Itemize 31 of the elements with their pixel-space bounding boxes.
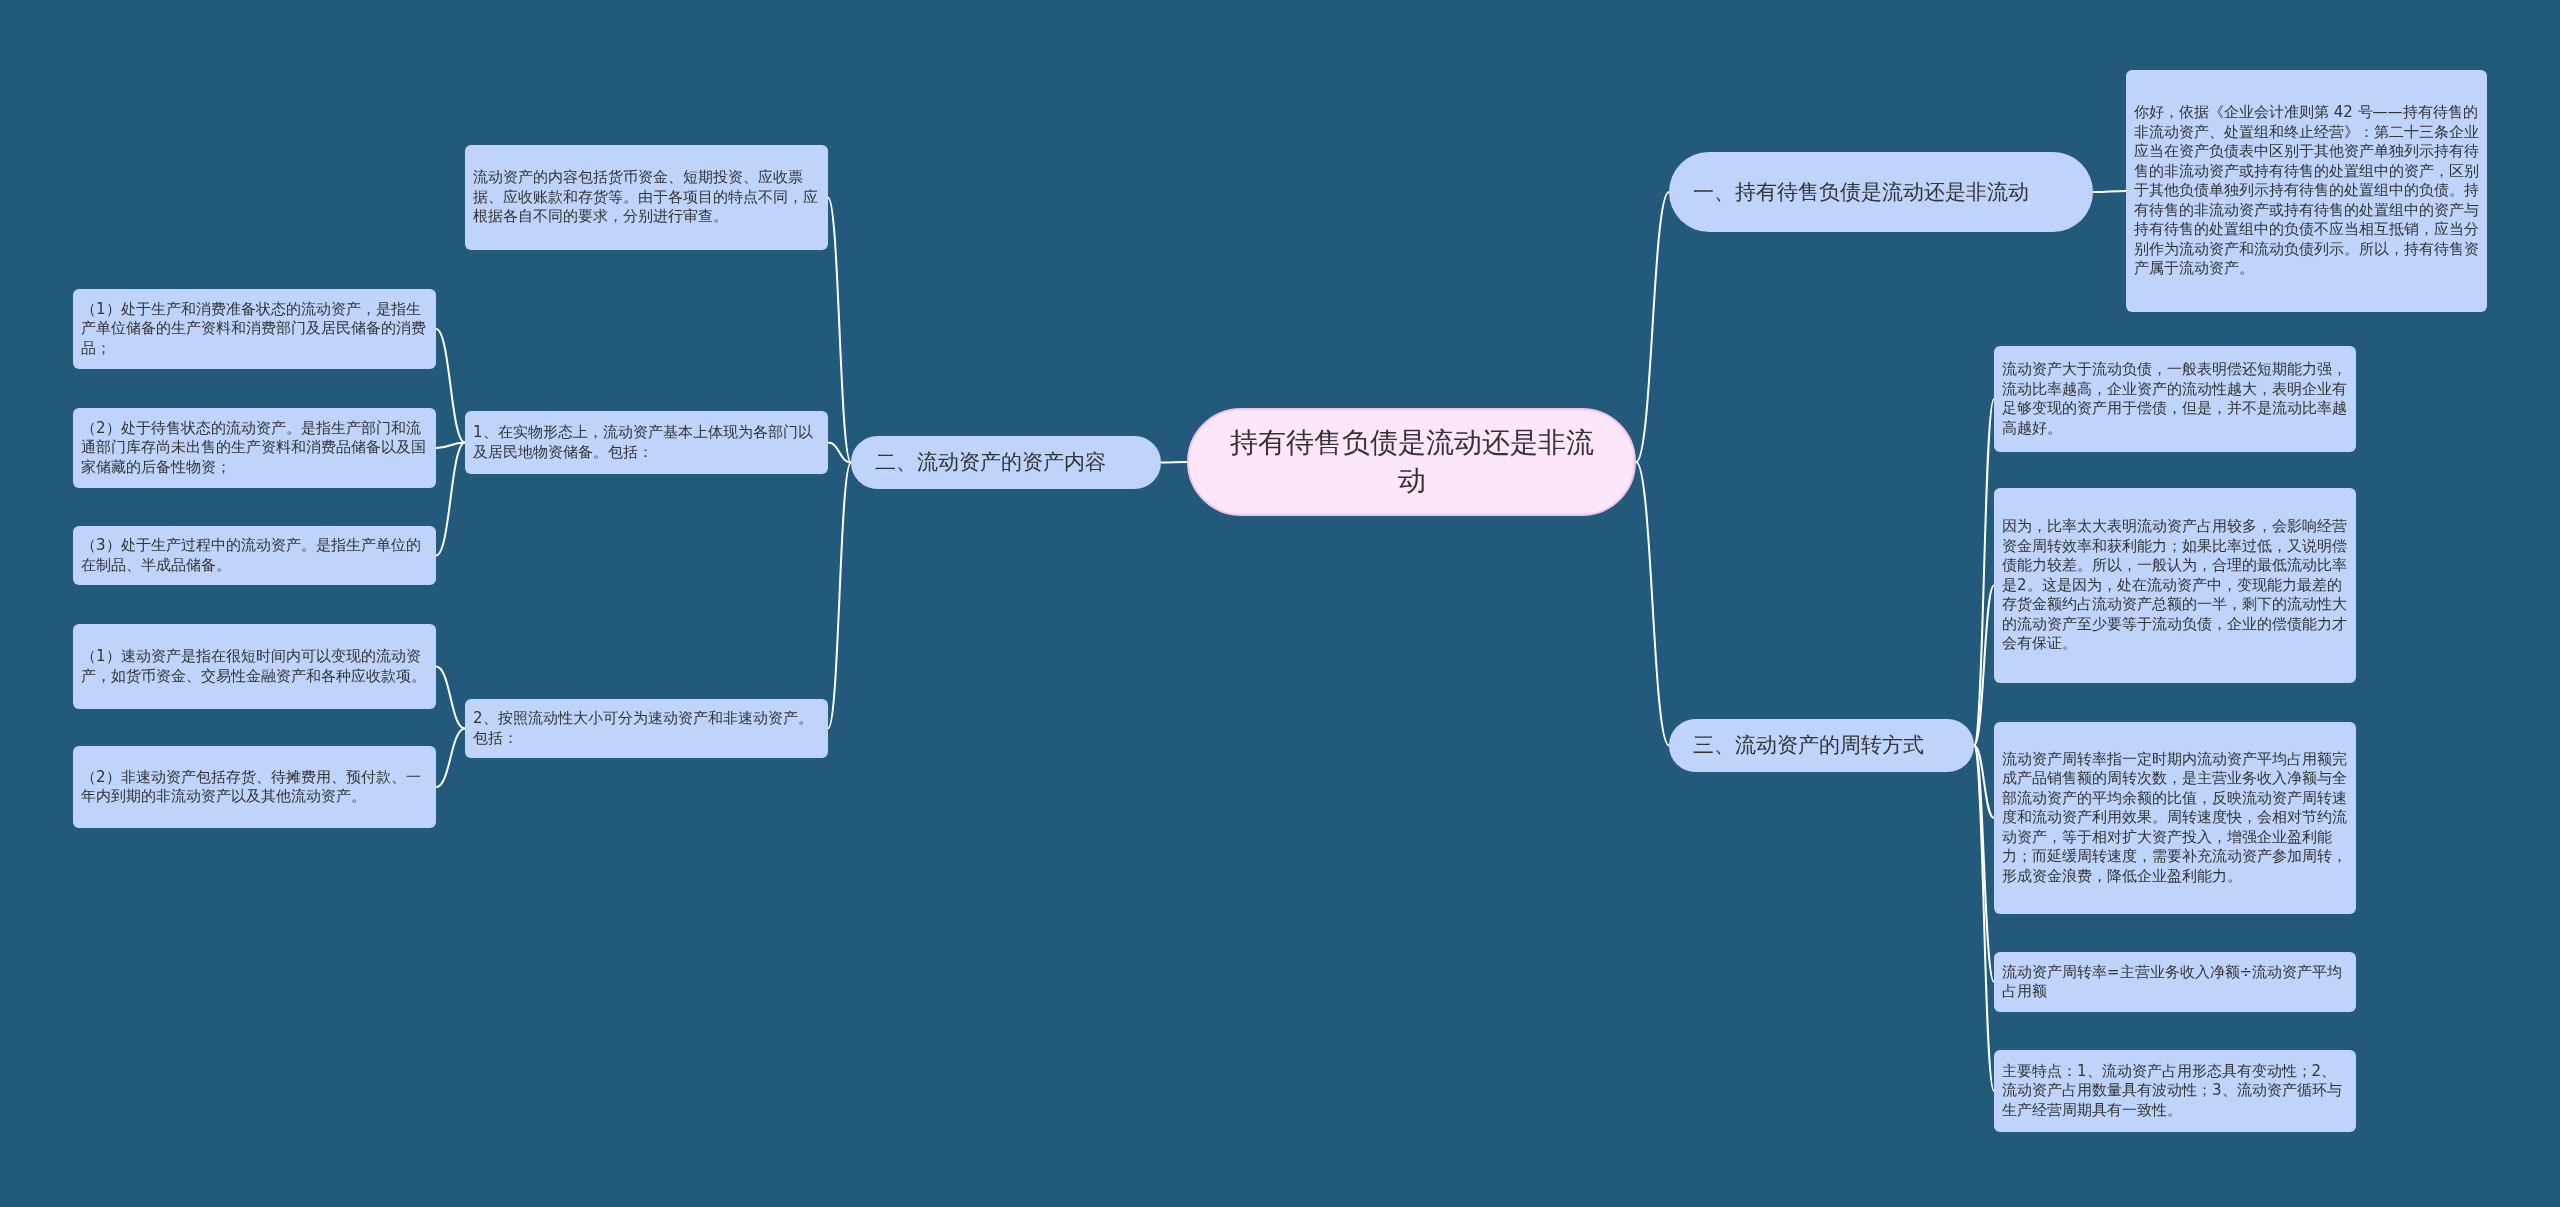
note-box: 流动资产的内容包括货币资金、短期投资、应收票据、应收账款和存货等。由于各项目的特点不同，应根据各自不同的要求，分别进行审查。 (465, 145, 828, 250)
central-topic: 持有待售负债是流动还是非流动 (1187, 408, 1636, 516)
note-box: 流动资产大于流动负债，一般表明偿还短期能力强，流动比率越高，企业资产的流动性越大，表明企业有足够变现的资产用于偿债，但是，并不是流动比率越高越好。 (1994, 346, 2356, 452)
connector-line (435, 727, 466, 788)
connector-line (2092, 190, 2127, 193)
note-box: （2）非速动资产包括存货、待摊费用、预付款、一年内到期的非流动资产以及其他流动资产。 (73, 746, 436, 828)
note-box: 你好，依据《企业会计准则第 42 号——持有待售的非流动资产、处置组和终止经营》：第二十三条企业应当在资产负债表中区别于其他资产单独列示持有待售的非流动资产或持有待售的处置组中的资产，区别于其他负债单独列示持有待售的处置组中的负债。持有待售的非流动资产或持有待售的处置组中的资产与持有待售的处置组中的负债不应当相互抵销，应当分别作为流动资产和流动负债列示。所以，持有待售资产属于流动资产。 (2126, 70, 2487, 312)
note-box: （1）处于生产和消费准备状态的流动资产，是指生产单位储备的生产资料和消费部门及居民储备的消费品； (73, 289, 436, 369)
connector-line (1635, 461, 1670, 747)
note-box: （1）速动资产是指在很短时间内可以变现的流动资产，如货币资金、交易性金融资产和各种应收款项。 (73, 624, 436, 709)
connector-line (435, 665, 466, 730)
note-box: 2、按照流动性大小可分为速动资产和非速动资产。包括： (465, 699, 828, 758)
connector-line (1160, 461, 1188, 464)
connector-line (1635, 191, 1670, 463)
connector-line (827, 441, 852, 464)
note-box: 流动资产周转率=主营业务收入净额÷流动资产平均占用额 (1994, 952, 2356, 1012)
note-box: 流动资产周转率指一定时期内流动资产平均占用额完成产品销售额的周转次数，是主营业务收入净额与全部流动资产的平均余额的比值，反映流动资产周转速度和流动资产利用效果。周转速度快，会相对节约流动资产，等于相对扩大资产投入，增强企业盈利能力；而延缓周转速度，需要补充流动资产参加周转，形成资金浪费，降低企业盈利能力。 (1994, 722, 2356, 914)
connector-line (435, 441, 466, 557)
note-box: 1、在实物形态上，流动资产基本上体现为各部门以及居民地物资储备。包括： (465, 411, 828, 474)
connector-line (1973, 584, 1995, 747)
note-box: （2）处于待售状态的流动资产。是指生产部门和流通部门库存尚未出售的生产资料和消费品储备以及国家储藏的后备性物资； (73, 408, 436, 488)
connector-line (435, 328, 466, 444)
branch-topic: 三、流动资产的周转方式 (1669, 719, 1974, 772)
connector-line (1973, 744, 1995, 819)
note-box: （3）处于生产过程中的流动资产。是指生产单位的在制品、半成品储备。 (73, 526, 436, 585)
note-box: 主要特点：1、流动资产占用形态具有变动性；2、流动资产占用数量具有波动性；3、流动资产循环与生产经营周期具有一致性。 (1994, 1050, 2356, 1132)
branch-topic: 二、流动资产的资产内容 (851, 436, 1161, 489)
branch-topic: 一、持有待售负债是流动还是非流动 (1669, 152, 2093, 232)
connector-line (827, 196, 852, 464)
note-box: 因为，比率太大表明流动资产占用较多，会影响经营资金周转效率和获利能力；如果比率过低，又说明偿债能力较差。所以，一般认为，合理的最低流动比率是2。这是因为，处在流动资产中，变现能力最差的存货金额约占流动资产总额的一半，剩下的流动性大的流动资产至少要等于流动负债，企业的偿债能力才会有保证。 (1994, 488, 2356, 683)
connector-line (827, 461, 852, 730)
